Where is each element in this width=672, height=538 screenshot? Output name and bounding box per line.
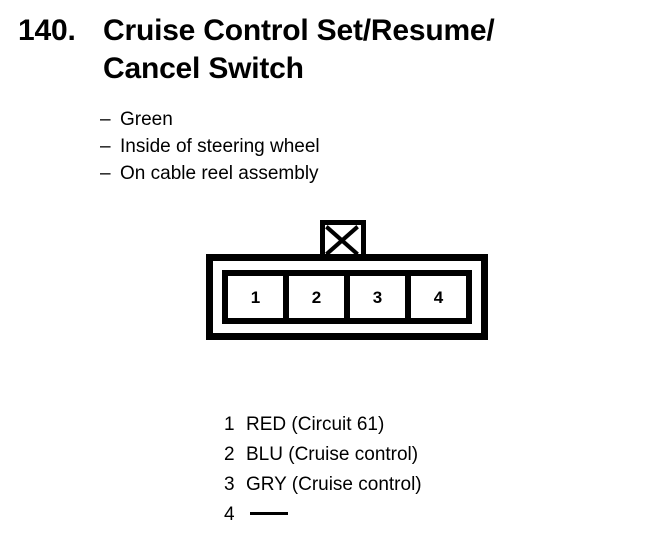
- list-item-label: Green: [120, 109, 173, 130]
- pin-number-label: 2: [311, 287, 322, 307]
- list-item: –Green: [100, 106, 320, 133]
- pin-cavity-4: 4: [411, 276, 466, 318]
- list-item-label: Inside of steering wheel: [120, 136, 320, 157]
- heading-title-line-2: Cancel Switch: [103, 52, 304, 85]
- heading-line-1: 140. Cruise Control Set/Resume/: [18, 12, 658, 50]
- legend-row: 2 BLU (Cruise control): [224, 440, 422, 470]
- dash-icon: –: [100, 163, 111, 184]
- pin-cavity-3: 3: [350, 276, 405, 318]
- spec-list: –Green –Inside of steering wheel –On cab…: [100, 106, 320, 187]
- dash-icon: –: [100, 136, 111, 157]
- pin-number-label: 4: [433, 287, 444, 307]
- legend-pin-number: 4: [224, 504, 235, 525]
- legend-pin-number: 1: [224, 414, 235, 435]
- page-title: 140. Cruise Control Set/Resume/ Cancel Sw…: [18, 12, 658, 88]
- dash-icon: –: [100, 109, 111, 130]
- list-item: –On cable reel assembly: [100, 160, 320, 187]
- connector-diagram: 1 2 3 4: [206, 220, 488, 342]
- legend-empty-dash-icon: [250, 511, 288, 515]
- heading-title-line-1: Cruise Control Set/Resume/: [103, 14, 495, 47]
- connector-cavity-frame: 1 2 3 4: [222, 270, 472, 324]
- legend-row: 1 RED (Circuit 61): [224, 410, 422, 440]
- list-item-label: On cable reel assembly: [120, 163, 319, 184]
- legend-pin-number: 3: [224, 474, 235, 495]
- legend-pin-label: BLU (Cruise control): [246, 444, 419, 465]
- legend-pin-label: RED (Circuit 61): [246, 414, 385, 435]
- connector-body: 1 2 3 4: [206, 254, 488, 340]
- section-number: 140.: [18, 14, 76, 47]
- pin-cavity-2: 2: [289, 276, 344, 318]
- list-item: –Inside of steering wheel: [100, 133, 320, 160]
- connector-locking-tab: [320, 220, 366, 256]
- legend-row: 4: [224, 500, 422, 530]
- legend-pin-label: GRY (Cruise control): [246, 474, 422, 495]
- pin-number-label: 1: [250, 287, 261, 307]
- pin-cavity-1: 1: [228, 276, 283, 318]
- pin-number-label: 3: [372, 287, 383, 307]
- x-cross-icon: [325, 225, 359, 256]
- legend-row: 3 GRY (Cruise control): [224, 470, 422, 500]
- legend-pin-number: 2: [224, 444, 235, 465]
